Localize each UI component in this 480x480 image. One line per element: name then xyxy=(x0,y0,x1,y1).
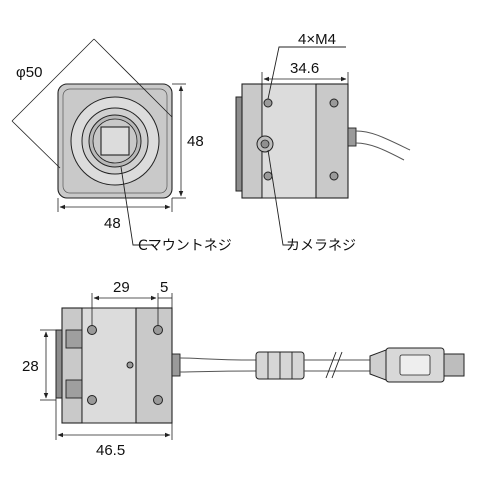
front-face-bevel xyxy=(62,88,168,194)
front-view: φ50 48 48 Cマウントネジ xyxy=(11,38,232,254)
bottom-view: 29 5 28 46.5 xyxy=(22,279,465,459)
usb-plug-tip xyxy=(443,353,465,377)
bottom-cable-top xyxy=(179,357,257,361)
hole-spacing-label: 29 xyxy=(113,279,130,296)
side-screw-hole-bottom-left xyxy=(263,171,273,181)
bottom-screw-hole-bottom-right xyxy=(153,395,163,405)
bottom-screw-hole-bottom-left xyxy=(87,395,97,405)
edge-offset-label: 5 xyxy=(160,279,168,296)
camera-screw-label: カメラネジ xyxy=(286,238,356,254)
c-mount-label: Cマウントネジ xyxy=(138,238,232,254)
side-screw-hole-top-right xyxy=(329,98,339,108)
screw-leader xyxy=(267,46,346,100)
side-screw-hole-bottom-right xyxy=(329,171,339,181)
bottom-screw-hole-top-right xyxy=(153,325,163,335)
side-screw-hole-top-left xyxy=(263,98,273,108)
usb-plug-grip xyxy=(399,354,431,376)
side-cable-top xyxy=(355,130,411,151)
bottom-flange-cutout-bottom xyxy=(65,379,83,399)
c-mount-leader xyxy=(120,166,154,246)
bottom-center-hole xyxy=(126,361,134,369)
side-cable-connector xyxy=(347,127,357,147)
length-label: 46.5 xyxy=(96,442,125,459)
bottom-cable-bottom xyxy=(179,370,257,373)
bottom-height-label: 28 xyxy=(22,358,39,375)
bottom-flange xyxy=(61,307,83,424)
diameter-label: φ50 xyxy=(16,64,42,81)
diameter-extension-line xyxy=(93,38,173,118)
bottom-front-plate xyxy=(55,329,63,399)
camera-screw-leader xyxy=(267,149,294,246)
bottom-flange-cutout-top xyxy=(65,329,83,349)
bottom-body-rear xyxy=(135,307,173,424)
camera-tripod-screw-inner xyxy=(260,139,270,149)
depth-label: 34.6 xyxy=(290,60,319,77)
bottom-cable-connector xyxy=(171,353,181,377)
diameter-dimension-line xyxy=(11,38,95,122)
side-cable-bottom xyxy=(355,142,405,161)
screw-label: 4×M4 xyxy=(298,31,336,48)
diameter-extension-line-2 xyxy=(11,120,61,169)
side-view: 34.6 4×M4 カメラネジ xyxy=(235,31,411,254)
cable-break-mark-2 xyxy=(331,351,343,379)
front-width-label: 48 xyxy=(104,215,121,232)
cable-break-mark-1 xyxy=(325,351,337,379)
front-height-label: 48 xyxy=(187,133,204,150)
bottom-screw-hole-top-left xyxy=(87,325,97,335)
side-front-plate xyxy=(235,96,243,192)
usb-strain-relief xyxy=(369,349,387,381)
image-sensor xyxy=(100,126,130,156)
